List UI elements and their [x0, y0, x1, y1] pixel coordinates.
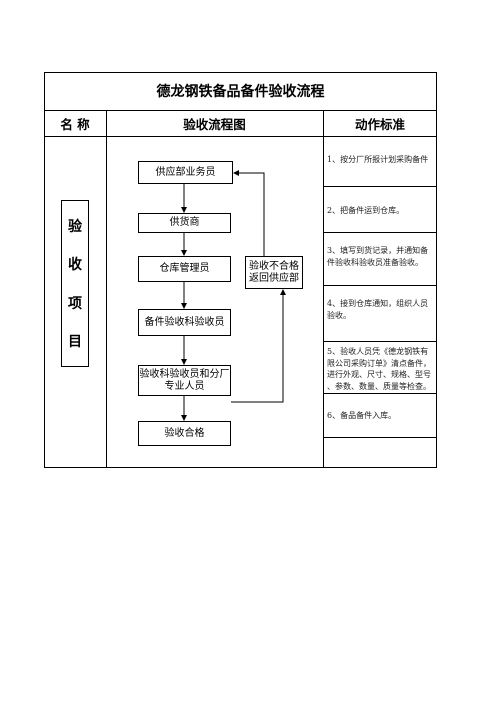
- flow-node-rejected: 验收不合格 返回供应部: [245, 256, 303, 289]
- header-name: 名 称: [60, 116, 90, 132]
- flow-node-warehouse-manager: 仓库管理员: [138, 256, 231, 282]
- flow-node-supplier: 供货商: [138, 213, 231, 233]
- standard-text: 件验收科验收员准备验收。: [327, 257, 423, 267]
- header-flow: 验收流程图: [183, 116, 246, 132]
- standard-2: 2、把备件运到仓库。: [327, 205, 404, 217]
- standard-row-divider: [323, 232, 437, 233]
- side-label-char: 项: [68, 295, 82, 312]
- standard-row-divider: [323, 437, 437, 438]
- flow-node-text: 专业人员: [164, 380, 205, 392]
- flow-node-text: 验收不合格: [249, 260, 299, 272]
- standard-text: 2、把备件运到仓库。: [327, 206, 405, 215]
- side-label-char: 收: [68, 257, 82, 274]
- standard-text: 3、填写到货记录，并通知备: [327, 246, 429, 255]
- standard-text: 1、按分厂所报计划采购备件: [327, 155, 429, 164]
- standard-1: 1、按分厂所报计划采购备件: [327, 154, 428, 166]
- page-title: 德龙钢铁备品备件验收流程: [156, 84, 325, 100]
- standard-row-divider: [323, 285, 437, 286]
- standard-4: 4、接到仓库通知，组织人员 验收。: [327, 298, 428, 321]
- column-divider-1: [106, 110, 107, 468]
- header-divider: [44, 136, 437, 137]
- standard-row-divider: [323, 341, 437, 342]
- column-divider-2: [323, 110, 324, 468]
- standard-text: 4、接到仓库通知，组织人员: [327, 299, 429, 308]
- standard-text: 进行外观、尺寸、规格、型号: [327, 370, 431, 380]
- flow-node-inspector: 备件验收科验收员: [138, 309, 231, 336]
- standard-6: 6、备品备件入库。: [327, 410, 396, 422]
- flow-node-text: 返回供应部: [249, 272, 299, 284]
- standard-text: 5、验收人员凭《德龙钢铁有: [327, 347, 429, 356]
- standard-text: 、参数、数量、质量等检查。: [327, 381, 431, 391]
- standard-text: 限公司采购订单》清点备件，: [327, 358, 431, 368]
- header-standard: 动作标准: [354, 116, 405, 132]
- flow-node-supply-clerk: 供应部业务员: [138, 161, 233, 184]
- standard-text: 6、备品备件入库。: [327, 411, 397, 420]
- side-label-char: 目: [68, 333, 82, 350]
- standard-text: 验收。: [327, 310, 351, 320]
- side-label-box: 验 收 项 目: [61, 200, 89, 367]
- flow-node-passed: 验收合格: [138, 421, 231, 446]
- standard-3: 3、填写到货记录，并通知备 件验收科验收员准备验收。: [327, 245, 428, 268]
- standard-row-divider: [323, 186, 437, 187]
- flow-node-joint-inspection: 验收科验收员和分厂 专业人员: [138, 365, 231, 396]
- side-label-char: 验: [68, 219, 82, 236]
- form-frame: [44, 72, 437, 468]
- title-divider: [44, 110, 437, 111]
- flow-node-text: 验收科验收员和分厂: [139, 368, 230, 380]
- standard-5: 5、验收人员凭《德龙钢铁有 限公司采购订单》清点备件， 进行外观、尺寸、规格、型…: [327, 346, 431, 392]
- standard-row-divider: [323, 393, 437, 394]
